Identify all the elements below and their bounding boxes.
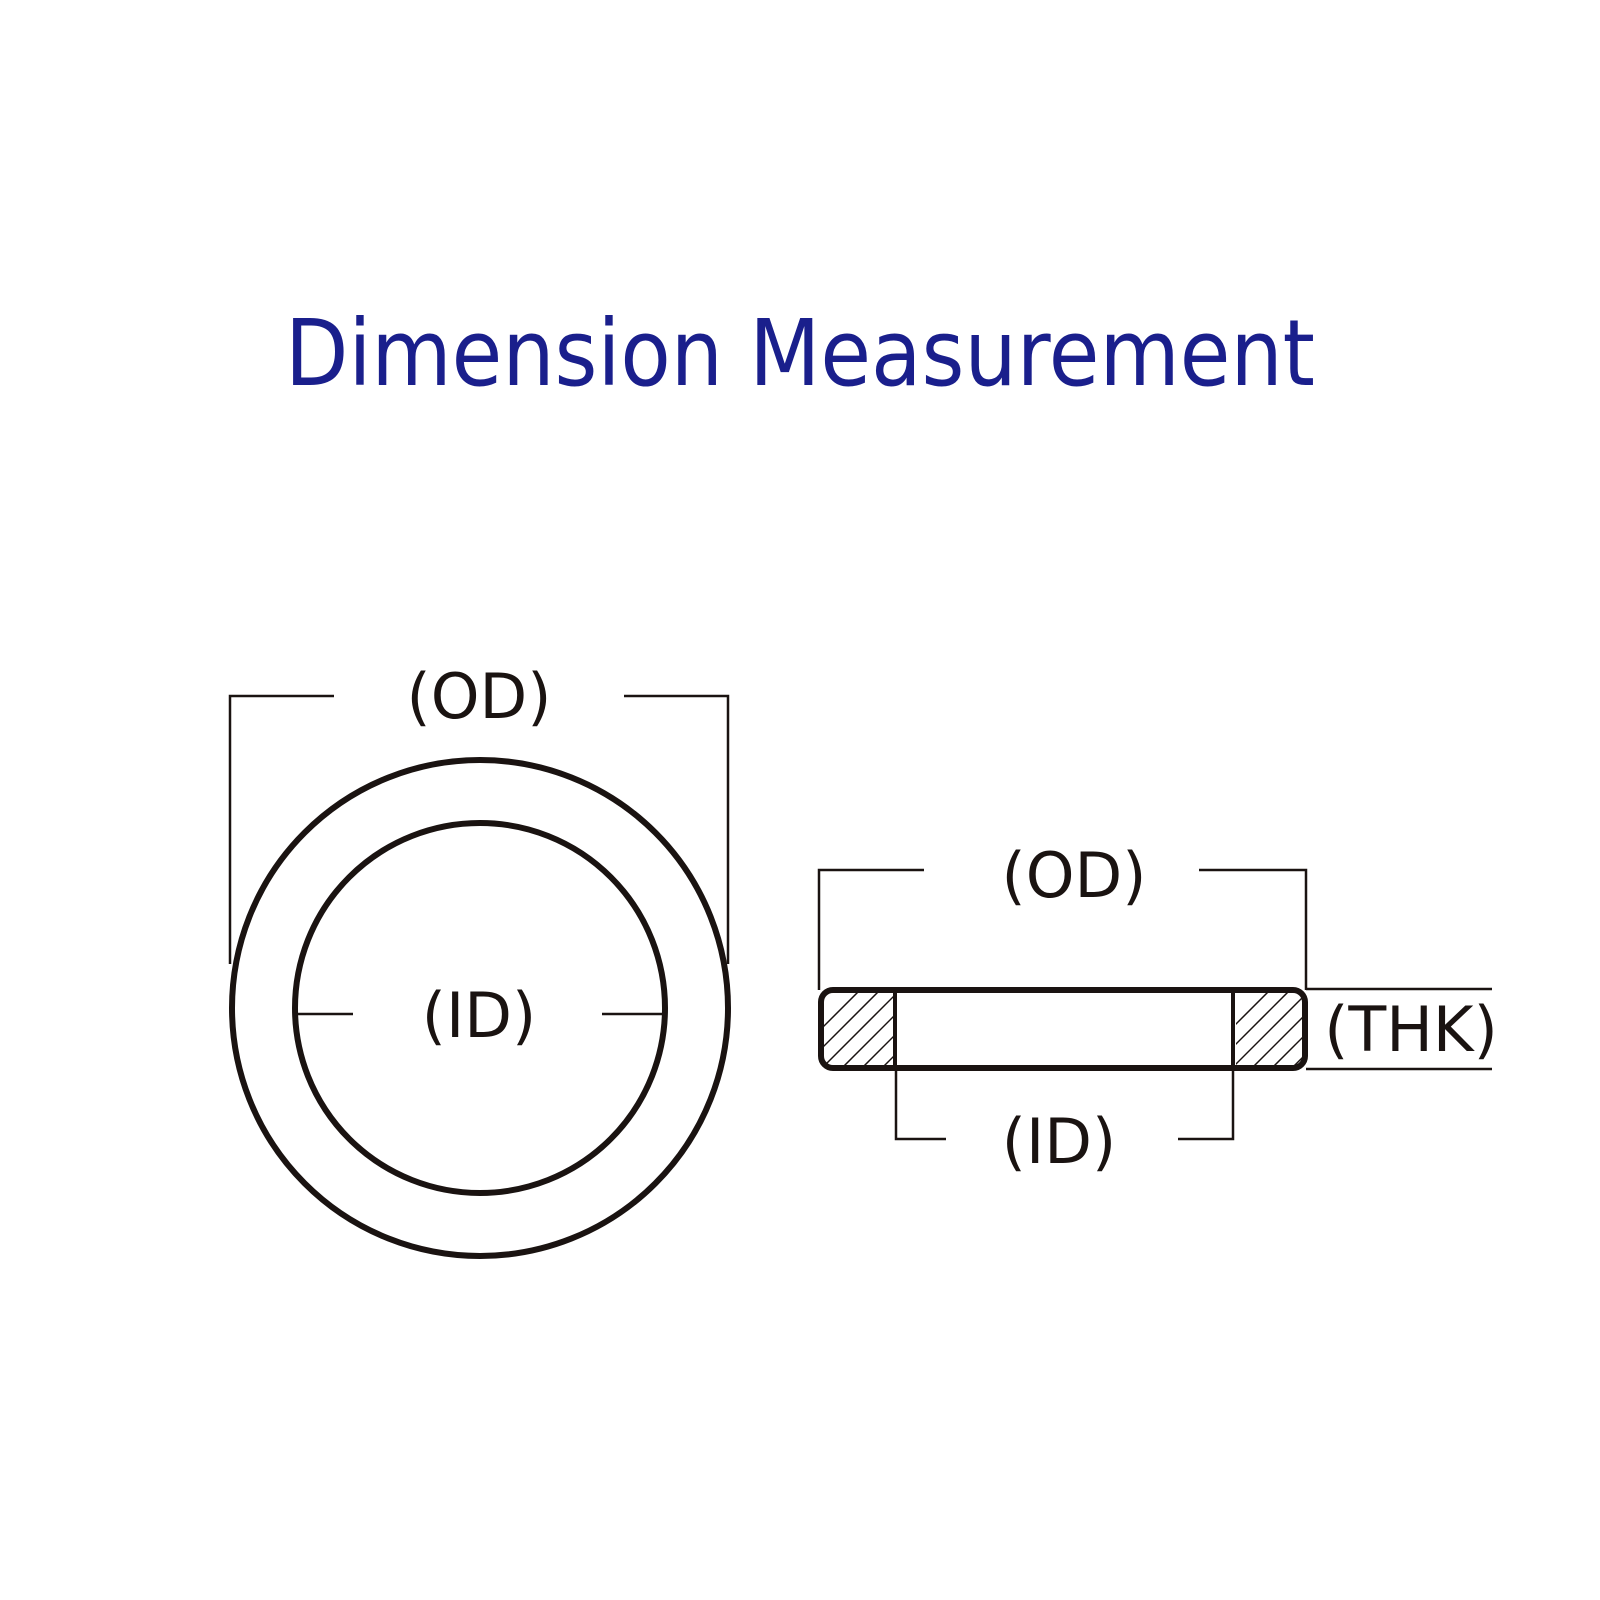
side-od-bracket-left	[817, 868, 924, 990]
top-id-label: (ID)	[422, 979, 536, 1052]
side-id-bracket-left	[894, 1068, 946, 1141]
side-id-bracket-right	[1178, 1068, 1235, 1141]
side-od-label: (OD)	[1002, 839, 1147, 912]
side-id-label: (ID)	[1002, 1105, 1116, 1178]
side-thk-label: (THK)	[1324, 993, 1498, 1066]
outer-circle	[229, 757, 731, 1259]
side-view: (OD) (ID) (THK)	[817, 839, 1498, 1178]
hatch-right	[1236, 993, 1303, 1066]
top-od-label: (OD)	[407, 660, 552, 733]
cross-section-outline	[818, 987, 1308, 1071]
page-title: Dimension Measurement	[285, 300, 1315, 407]
top-view: (OD) (ID)	[228, 660, 731, 1259]
inner-circle	[292, 820, 668, 1196]
hatch-left	[824, 993, 893, 1066]
od-bracket-left	[228, 694, 334, 964]
side-od-bracket-right	[1199, 868, 1308, 990]
od-bracket-right	[624, 694, 730, 964]
